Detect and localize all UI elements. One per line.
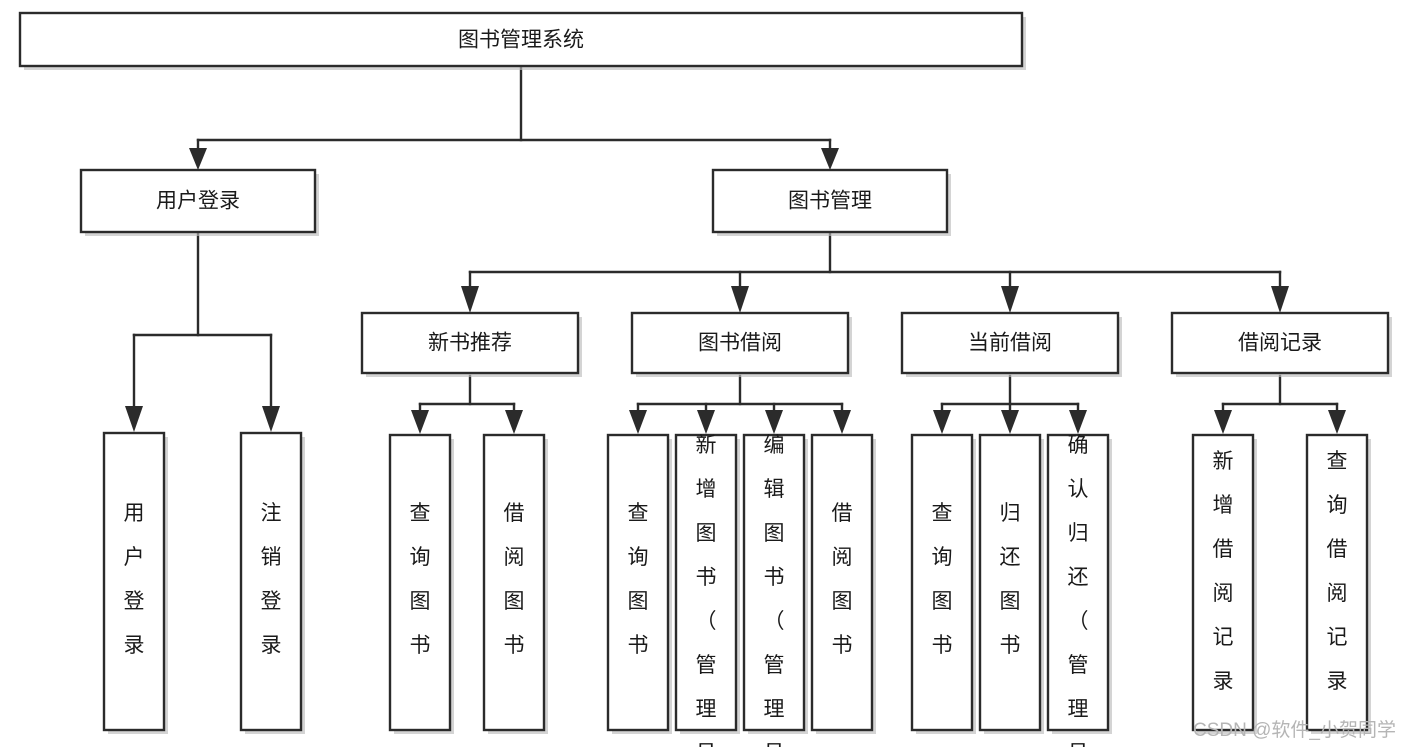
arrow-leaf-query-book-3 [933,410,951,434]
arrow-new-book-recommend [461,286,479,313]
arrow-leaf-query-book-1 [411,410,429,434]
node-book-borrow-box [630,311,850,375]
node-current-borrow[interactable]: 当前借阅 [900,311,1122,377]
node-leaf-borrow-book-2[interactable]: 借阅图书 [810,433,876,734]
node-leaf-confirm-return-label: 确认归还（管理员） [1068,434,1089,747]
node-leaf-return-book-label: 归还图书 [1000,502,1021,657]
node-root-box [18,11,1024,68]
node-leaf-add-record-box [1191,433,1255,732]
arrow-leaf-query-book-2 [629,410,647,434]
node-root-label: 图书管理系统 [458,29,584,52]
node-leaf-borrow-book-1[interactable]: 借阅图书 [482,433,548,734]
node-root[interactable]: 图书管理系统 [18,11,1026,70]
node-leaf-user-login[interactable]: 用户登录 [102,431,168,734]
node-leaf-query-book-2[interactable]: 查询图书 [606,433,672,734]
node-borrow-record-label: 借阅记录 [1238,332,1322,355]
node-leaf-edit-book-box [742,433,806,732]
node-leaf-borrow-book-2-label: 借阅图书 [832,502,853,657]
arrow-leaf-edit-book [765,410,783,434]
node-leaf-user-logout-label: 注销登录 [261,502,282,657]
node-leaf-add-record[interactable]: 新增借阅记录 [1191,433,1257,734]
arrow-current-borrow [1001,286,1019,313]
arrow-leaf-user-logout [262,406,280,432]
node-leaf-user-login-label: 用户登录 [124,502,145,657]
node-leaf-query-book-1[interactable]: 查询图书 [388,433,454,734]
arrow-book-borrow [731,286,749,313]
node-current-borrow-box [900,311,1120,375]
node-leaf-query-record[interactable]: 查询借阅记录 [1305,433,1371,734]
node-book-management-label: 图书管理 [788,190,872,213]
node-book-borrow-label: 图书借阅 [698,332,782,355]
node-user-login-box [79,168,317,234]
arrow-leaf-add-record [1214,410,1232,434]
node-leaf-query-book-2-label: 查询图书 [628,502,649,657]
node-leaf-confirm-return-box [1046,433,1110,732]
node-new-book-recommend[interactable]: 新书推荐 [360,311,582,377]
node-leaf-query-book-2-box [606,433,670,732]
node-book-management[interactable]: 图书管理 [711,168,951,236]
node-borrow-record-box [1170,311,1390,375]
node-leaf-query-book-3[interactable]: 查询图书 [910,433,976,734]
arrow-leaf-query-record [1328,410,1346,434]
node-leaf-add-book[interactable]: 新增图书（管理员） [674,433,740,747]
node-leaf-user-login-box [102,431,166,732]
arrow-user-login [189,148,207,170]
arrow-leaf-borrow-book-1 [505,410,523,434]
node-leaf-add-record-label: 新增借阅记录 [1213,450,1234,693]
node-leaf-return-book-box [978,433,1042,732]
node-new-book-recommend-box [360,311,580,375]
node-leaf-query-record-label: 查询借阅记录 [1327,450,1348,693]
node-book-borrow[interactable]: 图书借阅 [630,311,852,377]
node-leaf-confirm-return[interactable]: 确认归还（管理员） [1046,433,1112,747]
node-current-borrow-label: 当前借阅 [968,332,1052,355]
node-leaf-query-book-3-box [910,433,974,732]
arrow-book-management [821,148,839,170]
node-leaf-borrow-book-1-box [482,433,546,732]
node-leaf-add-book-box [674,433,738,732]
node-leaf-query-record-box [1305,433,1369,732]
node-leaf-query-book-3-label: 查询图书 [932,502,953,657]
node-leaf-return-book[interactable]: 归还图书 [978,433,1044,734]
node-new-book-recommend-label: 新书推荐 [428,332,512,355]
node-leaf-query-book-1-box [388,433,452,732]
arrow-leaf-return-book [1001,410,1019,434]
node-borrow-record[interactable]: 借阅记录 [1170,311,1392,377]
arrow-leaf-add-book [697,410,715,434]
node-leaf-edit-book-label: 编辑图书（管理员） [764,434,785,747]
csdn-watermark: CSDN @软件_小贺同学 [1193,719,1396,741]
arrow-borrow-record [1271,286,1289,313]
node-leaf-add-book-label: 新增图书（管理员） [696,434,717,747]
node-user-login-label: 用户登录 [156,190,240,213]
arrow-leaf-user-login [125,406,143,432]
arrow-leaf-confirm-return [1069,410,1087,434]
node-leaf-borrow-book-1-label: 借阅图书 [504,502,525,657]
node-book-management-box [711,168,949,234]
node-leaf-edit-book[interactable]: 编辑图书（管理员） [742,433,808,747]
edge-layer [125,64,1346,434]
node-leaf-user-logout-box [239,431,303,732]
node-leaf-query-book-1-label: 查询图书 [410,502,431,657]
node-leaf-user-logout[interactable]: 注销登录 [239,431,305,734]
node-user-login[interactable]: 用户登录 [79,168,319,236]
arrow-leaf-borrow-book-2 [833,410,851,434]
node-leaf-borrow-book-2-box [810,433,874,732]
